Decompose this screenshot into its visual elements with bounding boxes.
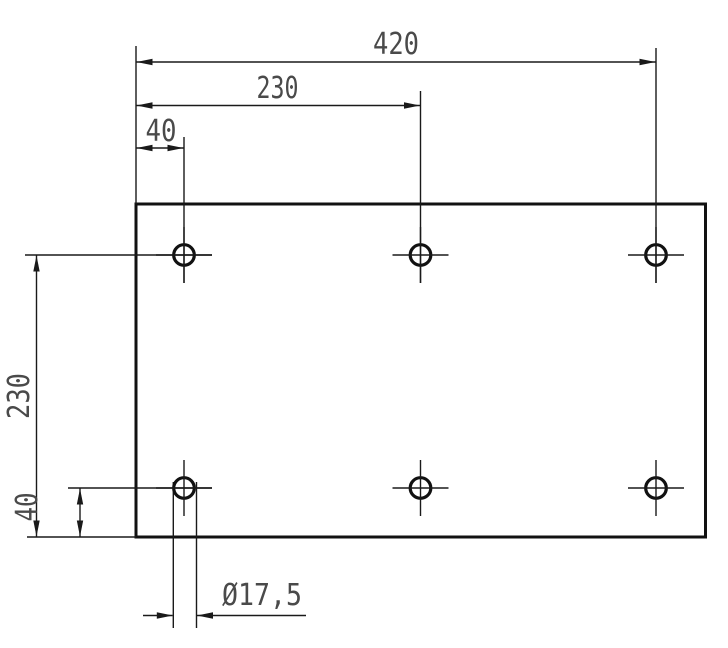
dimension-label-420: 420 [373,27,419,62]
arrowhead-bottom [76,520,84,537]
arrowhead-left [136,102,153,109]
dimension-420: 420 [136,27,656,66]
hole-top-right [628,227,684,283]
arrowhead-bottom [33,520,40,537]
hole-bottom-left [156,460,212,516]
arrowhead-left [136,58,153,66]
arrowhead-right [197,612,213,619]
dimension-label-230-top: 230 [257,71,299,106]
hole-top-middle [392,227,449,283]
dimension-230-left: 230 [2,255,40,537]
hole-bottom-middle [392,460,449,516]
arrowhead-left [136,144,153,152]
dimension-label-diameter: Ø17,5 [222,578,302,613]
arrowhead-right [404,102,420,109]
hole-bottom-right [628,460,684,516]
arrowhead-top [33,255,40,272]
arrowhead-right [639,58,656,66]
dimension-label-40-top: 40 [146,114,177,149]
arrowhead-top [76,488,84,505]
dimension-hole-diameter: Ø17,5 [143,578,306,619]
arrowhead-left [156,612,173,619]
dimension-label-230-left: 230 [2,373,37,419]
dimension-230-top: 230 [136,71,421,109]
extension-lines [25,46,657,628]
hole-top-left [156,227,212,283]
arrowhead-right [167,144,184,152]
dimension-40-top: 40 [136,114,184,152]
dimension-40-left: 40 [10,488,84,537]
dimension-label-40-left: 40 [10,493,45,522]
